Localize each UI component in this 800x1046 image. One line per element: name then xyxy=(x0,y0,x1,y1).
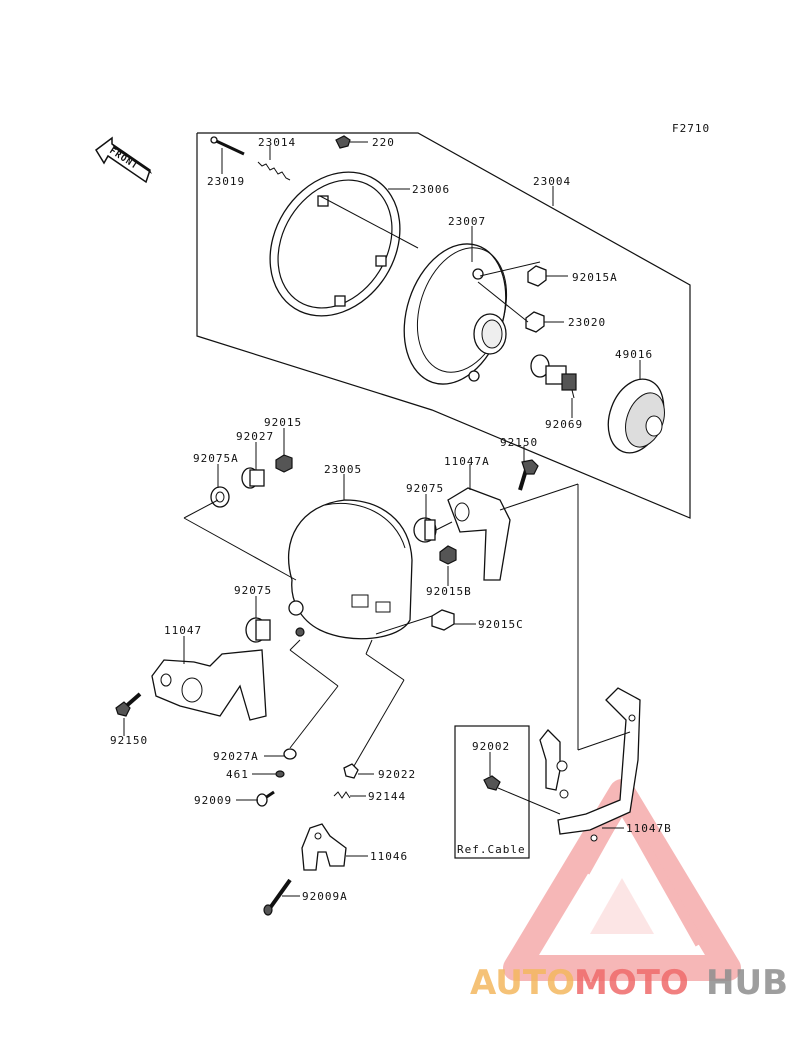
figure-code: F2710 xyxy=(672,122,710,135)
bulb-92069-drawing xyxy=(530,354,577,399)
bolt-92002-drawing xyxy=(483,775,501,791)
watermark-logo-triangle xyxy=(503,779,741,981)
label-92069: 92069 xyxy=(545,418,583,431)
label-92075-right: 92075 xyxy=(406,482,444,495)
screw-92009A-drawing xyxy=(263,878,292,916)
label-11047B: 11047B xyxy=(626,822,672,835)
ref-cable-label: Ref.Cable xyxy=(457,843,526,856)
part-labels: 23014 220 23019 23006 23004 23007 92015A… xyxy=(110,136,672,903)
label-23004: 23004 xyxy=(533,175,571,188)
bracket-11046-drawing xyxy=(301,823,347,871)
label-11047: 11047 xyxy=(164,624,202,637)
label-92022: 92022 xyxy=(378,768,416,781)
front-direction-arrow: FRONT xyxy=(95,136,152,184)
label-23019: 23019 xyxy=(207,175,245,188)
label-23014: 23014 xyxy=(258,136,296,149)
label-92075-left: 92075 xyxy=(234,584,272,597)
label-92015C: 92015C xyxy=(478,618,524,631)
label-92009A: 92009A xyxy=(302,890,348,903)
label-92027: 92027 xyxy=(236,430,274,443)
bolt-92150-lower-drawing xyxy=(115,692,142,717)
watermark-auto: AUTO xyxy=(470,963,575,1003)
label-92150-upper: 92150 xyxy=(500,436,538,449)
label-92015A: 92015A xyxy=(572,271,618,284)
label-92150-lower: 92150 xyxy=(110,734,148,747)
collar-92027A-drawing xyxy=(283,748,297,760)
assembly-frame-23004 xyxy=(196,132,691,519)
watermark-moto: MOTO xyxy=(574,963,689,1003)
watermark-wordmark: AUTO MOTO HUB xyxy=(470,963,788,1003)
label-92075A: 92075A xyxy=(193,452,239,465)
label-220: 220 xyxy=(372,136,395,149)
label-11046: 11046 xyxy=(370,850,408,863)
grommet-92075-left-drawing xyxy=(245,617,271,643)
nut-23020-drawing xyxy=(525,311,545,333)
label-23005: 23005 xyxy=(324,463,362,476)
nut-92015C-drawing xyxy=(431,609,455,631)
lens-unit-23007-drawing xyxy=(403,243,508,385)
label-23006: 23006 xyxy=(412,183,450,196)
label-92015B: 92015B xyxy=(426,585,472,598)
spring-92144-drawing xyxy=(333,791,351,799)
bolt-92150-upper-drawing xyxy=(518,459,539,491)
rubber-boot-49016-drawing xyxy=(607,378,665,454)
nut-92015-drawing xyxy=(275,454,293,473)
leader-lines xyxy=(123,141,641,897)
label-92144: 92144 xyxy=(368,790,406,803)
ref-cable-box xyxy=(454,725,530,859)
spring-23014-drawing xyxy=(257,161,291,181)
nut-92022-drawing xyxy=(343,763,359,779)
collar-92027-drawing xyxy=(241,467,265,489)
screw-23019-drawing xyxy=(210,136,245,156)
watermark-hub: HUB xyxy=(706,963,788,1003)
label-49016: 49016 xyxy=(615,348,653,361)
washer-461-drawing xyxy=(275,770,285,778)
nut-92015B-drawing xyxy=(439,545,457,565)
label-92002: 92002 xyxy=(472,740,510,753)
screw-220-drawing xyxy=(335,135,351,149)
label-11047A: 11047A xyxy=(444,455,490,468)
rim-ring-23006-drawing xyxy=(269,171,401,317)
grommet-92075-right-drawing xyxy=(413,517,437,543)
bracket-11047A-drawing xyxy=(447,487,511,581)
headlight-housing-23005-drawing xyxy=(287,499,413,640)
label-92027A: 92027A xyxy=(213,750,259,763)
label-461: 461 xyxy=(226,768,249,781)
screw-92009-drawing xyxy=(256,790,275,807)
label-92009: 92009 xyxy=(194,794,232,807)
label-23007: 23007 xyxy=(448,215,486,228)
label-92015: 92015 xyxy=(264,416,302,429)
label-23020: 23020 xyxy=(568,316,606,329)
bracket-11047B-drawing xyxy=(539,687,641,842)
grommet-92075A-drawing xyxy=(210,486,230,508)
bracket-11047-drawing xyxy=(151,649,267,721)
nut-92015A-drawing xyxy=(527,265,547,287)
